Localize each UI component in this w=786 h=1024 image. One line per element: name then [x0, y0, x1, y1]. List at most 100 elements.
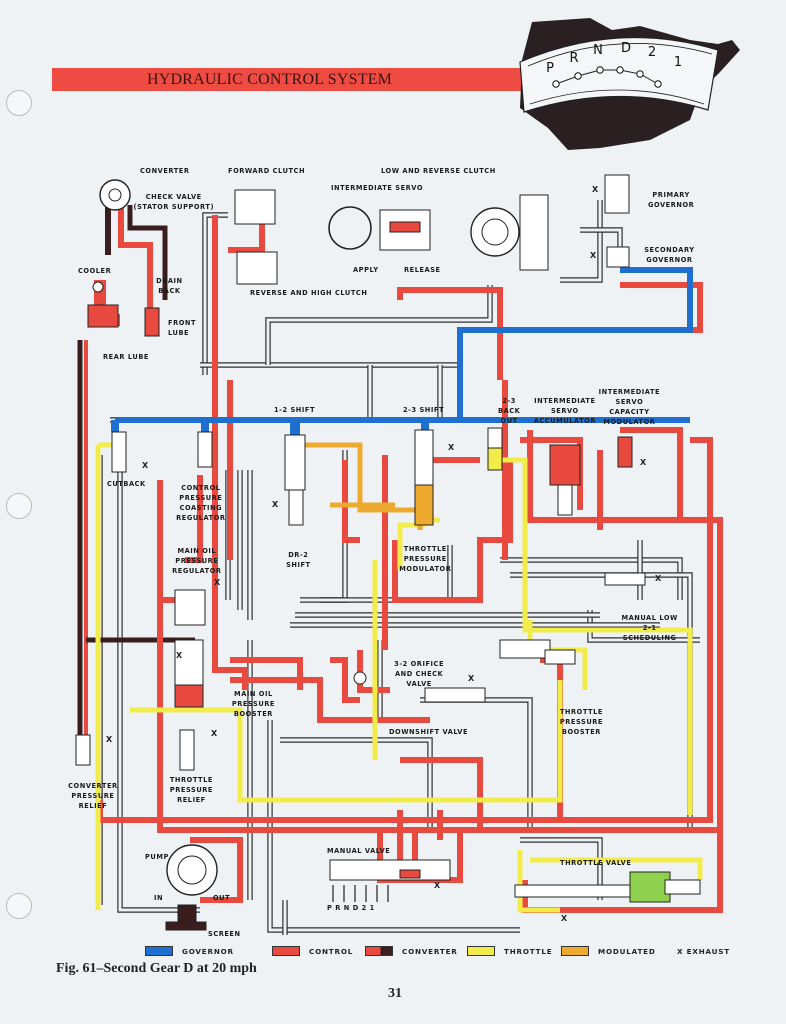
legend-item-governor: GOVERNOR	[145, 945, 234, 957]
empty-passage-inner	[320, 450, 347, 602]
binder-hole	[6, 493, 32, 519]
selector-position-R: R	[569, 51, 578, 66]
label-main-oil-pressure-regulator: MAIN OIL PRESSURE REGULATOR	[172, 546, 222, 575]
label-apply: APPLY	[353, 265, 379, 274]
manual-valve-land	[399, 869, 421, 879]
label-reverse-high-clutch: REVERSE AND HIGH CLUTCH	[250, 288, 368, 297]
control-passage	[392, 460, 513, 603]
throttle-modulator-valve	[414, 484, 434, 526]
label-control-pressure-coasting-regulator: CONTROL PRESSURE COASTING REGULATOR	[176, 483, 226, 522]
control-passage	[230, 657, 303, 690]
binder-hole	[6, 90, 32, 116]
exhaust-marker: X	[106, 735, 113, 744]
empty-passage-inner	[560, 200, 602, 282]
label-throttle-valve: THROTTLE VALVE	[560, 858, 632, 867]
label-downshift-valve: DOWNSHIFT VALVE	[389, 727, 469, 736]
manual-valve-body	[329, 859, 451, 881]
label-manual-valve-positions: P R N D 2 1	[327, 903, 375, 912]
control-passage	[357, 650, 390, 693]
title-banner: HYDRAULIC CONTROL SYSTEM	[52, 68, 530, 91]
throttle-valve-rod	[664, 879, 701, 895]
exhaust-marker: X	[592, 185, 599, 194]
legend-label: X EXHAUST	[677, 946, 730, 956]
exhaust-marker: X	[434, 881, 441, 890]
label-main-oil-pressure-booster: MAIN OIL PRESSURE BOOSTER	[231, 689, 275, 718]
legend-swatch-governor	[145, 946, 173, 956]
legend-label: MODULATED	[598, 946, 656, 956]
back-out-valve-body	[487, 427, 503, 449]
intermediate-servo-band	[328, 206, 372, 250]
exhaust-marker: X	[272, 500, 279, 509]
selector-dial	[519, 36, 719, 113]
orifice-check-ball	[353, 671, 367, 685]
selector-position-1: 1	[674, 55, 682, 70]
intermediate-servo-piston	[389, 221, 421, 233]
figure-caption: Fig. 61–Second Gear D at 20 mph	[56, 961, 257, 976]
label-1-2-shift: 1-2 SHIFT	[274, 405, 316, 414]
cutback-valve	[111, 431, 127, 473]
label-int-servo-capacity-modulator: INTERMEDIATE SERVO CAPACITY MODULATOR	[598, 387, 661, 426]
reverse-high-clutch-pack	[236, 251, 278, 285]
selector-detent	[574, 72, 582, 80]
empty-passage-inner	[268, 720, 520, 932]
legend-item-throttle: THROTTLE	[467, 945, 552, 957]
label-release: RELEASE	[404, 265, 441, 274]
shift-2-3-valve	[414, 429, 434, 486]
modulated-passage	[305, 442, 423, 530]
label-forward-clutch: FORWARD CLUTCH	[228, 166, 306, 175]
dr2-shift-spring	[288, 489, 304, 526]
empty-passage-inner	[203, 213, 228, 375]
empty-passage-inner	[520, 838, 602, 900]
label-converter-pressure-relief: CONVERTER PRESSURE RELIEF	[68, 781, 118, 810]
label-rear-lube: REAR LUBE	[103, 352, 149, 361]
label-low-reverse-clutch: LOW AND REVERSE CLUTCH	[381, 166, 496, 175]
label-2-3-shift: 2-3 SHIFT	[403, 405, 445, 414]
empty-passage	[320, 450, 348, 603]
label-primary-governor: PRIMARY GOVERNOR	[648, 190, 695, 209]
control-passage	[520, 437, 583, 510]
converter-relief-valve	[75, 734, 91, 766]
selector-detent	[552, 80, 560, 88]
empty-passage	[280, 737, 433, 830]
throttle-passage	[517, 850, 560, 913]
throttle-booster-spring	[499, 639, 551, 659]
primary-governor-body	[604, 174, 630, 214]
label-screen: SCREEN	[208, 929, 241, 938]
label-pump: PUMP	[145, 852, 169, 861]
label-throttle-pressure-relief: THROTTLE PRESSURE RELIEF	[169, 775, 213, 804]
main-oil-booster	[174, 684, 204, 708]
legend-item-exhaust: X EXHAUST	[677, 945, 730, 957]
selector-detent	[596, 66, 604, 74]
label-intermediate-servo: INTERMEDIATE SERVO	[331, 183, 424, 192]
legend-label: CONVERTER	[402, 946, 458, 956]
page-number: 31	[388, 986, 402, 1001]
label-manual-low-scheduling: MANUAL LOW 2-1 SCHEDULING	[621, 613, 678, 642]
empty-passage-inner	[500, 558, 682, 600]
legend-item-converter: CONVERTER	[365, 945, 458, 957]
exhaust-marker: X	[468, 674, 475, 683]
label-3-2-orifice-check-valve: 3-2 ORIFICE AND CHECK VALVE	[394, 659, 445, 688]
converter-hub	[108, 188, 122, 202]
label-pump-out: OUT	[213, 893, 231, 902]
manual-low-scheduling-valve	[604, 572, 646, 586]
exhaust-marker: X	[590, 251, 597, 260]
accumulator-piston	[549, 444, 581, 486]
label-check-valve: CHECK VALVE (STATOR SUPPORT)	[133, 192, 215, 211]
exhaust-marker: X	[214, 578, 221, 587]
control-passage	[185, 475, 203, 563]
exhaust-marker: X	[211, 729, 218, 738]
legend-item-control: CONTROL	[272, 945, 353, 957]
control-passage	[540, 657, 563, 820]
main-oil-regulator-valve	[174, 589, 206, 626]
exhaust-marker: X	[655, 574, 662, 583]
shift-1-2-valve	[284, 434, 306, 491]
throttle-valve-actuator	[629, 871, 671, 903]
label-throttle-pressure-booster: THROTTLE PRESSURE BOOSTER	[559, 707, 603, 736]
legend-label: CONTROL	[309, 946, 354, 956]
pump-rotor	[177, 855, 207, 885]
cooler-body	[87, 304, 119, 328]
legend-swatch-converter	[365, 946, 393, 956]
empty-passage	[200, 340, 463, 368]
